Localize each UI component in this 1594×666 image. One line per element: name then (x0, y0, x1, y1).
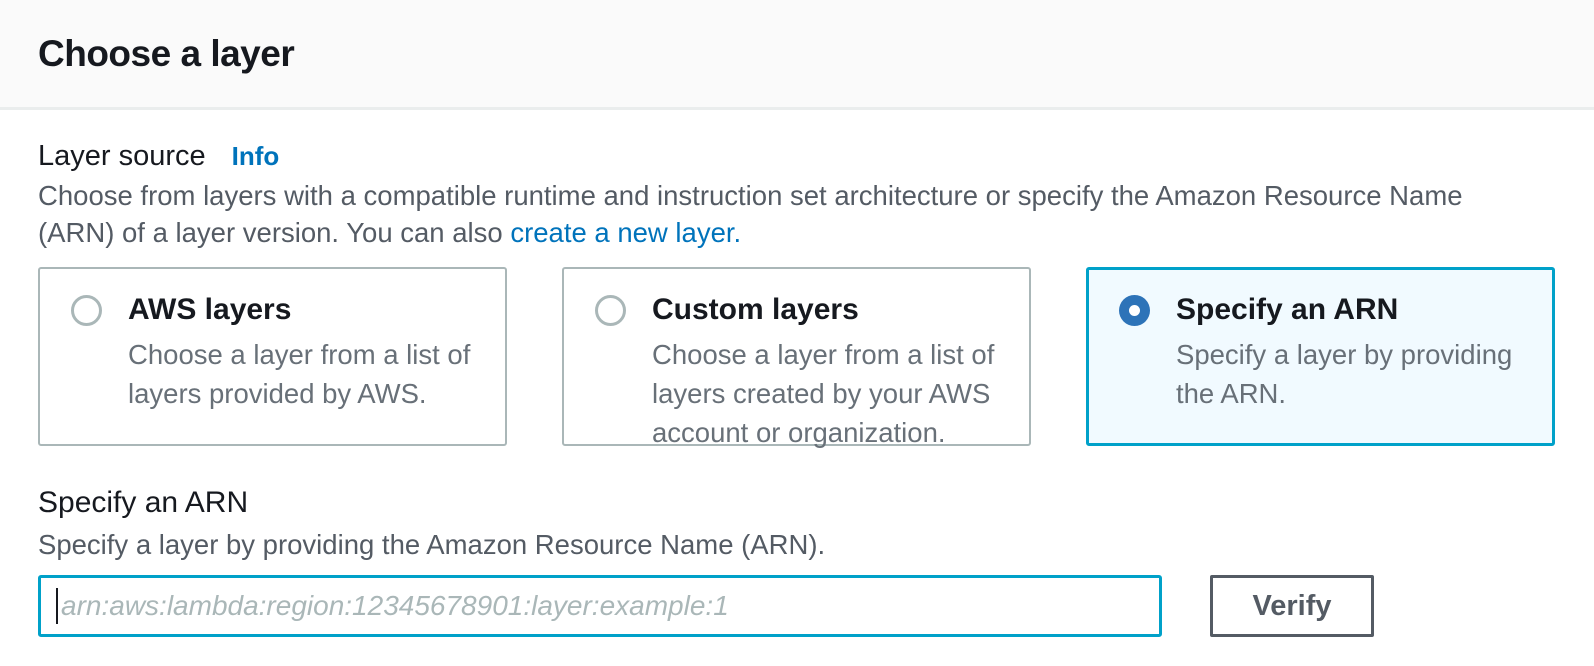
arn-input-wrapper (38, 575, 1162, 637)
radio-dot (1129, 305, 1140, 316)
layer-source-description-text: Choose from layers with a compatible run… (38, 180, 1463, 248)
layer-source-label: Layer source (38, 140, 206, 172)
specify-arn-title: Specify an ARN (38, 486, 249, 519)
radio-unchecked-icon[interactable] (595, 295, 626, 326)
card-description: Choose a layer from a list of layers pro… (128, 339, 471, 409)
card-title: AWS layers (128, 293, 292, 326)
arn-input-row: Verify (38, 575, 1555, 637)
card-custom-layers[interactable]: Custom layers Choose a layer from a list… (562, 267, 1031, 448)
page-title: Choose a layer (38, 32, 295, 74)
card-title: Specify an ARN (1176, 293, 1399, 326)
card-title: Custom layers (652, 293, 859, 326)
layer-source-description: Choose from layers with a compatible run… (38, 177, 1488, 251)
specify-arn-section: Specify an ARN Specify a layer by provid… (38, 486, 1555, 637)
arn-input[interactable] (38, 575, 1162, 637)
panel-body: Layer source Info Choose from layers wit… (0, 140, 1594, 637)
layer-source-options: AWS layers Choose a layer from a list of… (38, 267, 1555, 448)
card-description: Choose a layer from a list of layers cre… (652, 339, 995, 448)
card-aws-layers[interactable]: AWS layers Choose a layer from a list of… (38, 267, 507, 446)
card-description: Specify a layer by providing the ARN. (1176, 339, 1513, 409)
card-specify-arn[interactable]: Specify an ARN Specify a layer by provid… (1086, 267, 1555, 446)
info-link[interactable]: Info (231, 141, 280, 171)
card-text: AWS layers Choose a layer from a list of… (128, 290, 481, 413)
create-new-layer-link[interactable]: create a new layer. (510, 217, 742, 248)
verify-button[interactable]: Verify (1210, 575, 1374, 637)
layer-source-label-row: Layer source Info (38, 140, 1555, 173)
radio-unchecked-icon[interactable] (71, 295, 102, 326)
panel-header: Choose a layer (0, 0, 1594, 110)
text-caret (56, 588, 58, 624)
card-text: Custom layers Choose a layer from a list… (652, 290, 1005, 452)
card-text: Specify an ARN Specify a layer by provid… (1176, 290, 1529, 413)
specify-arn-description: Specify a layer by providing the Amazon … (38, 529, 826, 560)
radio-checked-icon[interactable] (1119, 295, 1150, 326)
